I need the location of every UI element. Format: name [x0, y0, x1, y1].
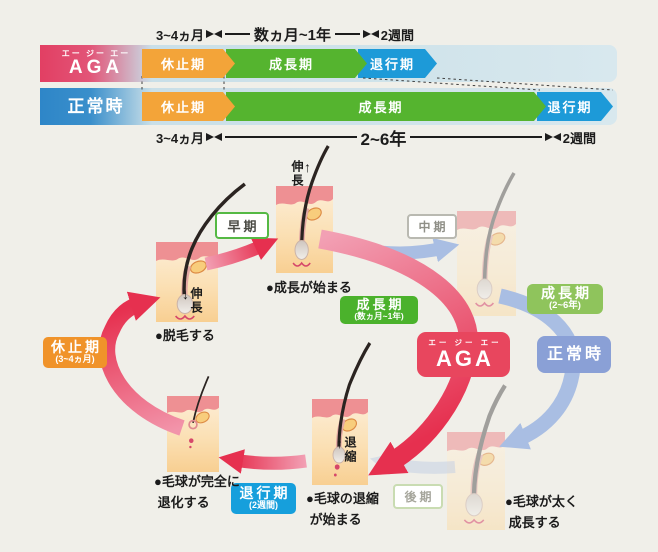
growth-phase-aga-duration: (数ヵ月~1年)	[354, 311, 404, 322]
hair-extension-label-growth: 伸長 ↑	[290, 159, 312, 188]
aga-phase-resting: 休止期	[142, 49, 235, 78]
normal-row-label: 正常時	[40, 88, 152, 125]
growth-phase-normal-box: 成長期 (2~6年)	[527, 284, 603, 314]
arrow-right-icon	[544, 133, 553, 141]
aga-regression-arrow	[218, 449, 307, 474]
aga-ruby: エー ジー エー	[61, 48, 131, 58]
normal-route-label: 正常時	[546, 345, 604, 363]
growth-phase-aga-box: 成長期 (数ヵ月~1年)	[340, 296, 418, 324]
growth-phase-normal-duration: (2~6年)	[549, 300, 581, 312]
normal-phase-regression: 退行期	[537, 92, 613, 121]
down-arrow-icon: ↓	[182, 286, 189, 302]
resting-phase-duration: (3~4ヵ月)	[55, 354, 95, 365]
aga-label-text: AGA	[68, 56, 124, 78]
annotation-line	[225, 136, 357, 138]
timeline-top-annotation: 3~4ヵ月 数ヵ月~1年 2週間	[156, 25, 414, 44]
annotation-resting-duration: 3~4ヵ月	[156, 27, 205, 43]
annotation-regression-duration: 2週間	[562, 130, 597, 146]
hair-shrinkage-text: 退縮	[343, 436, 357, 464]
aga-center-label: AGA	[436, 345, 494, 371]
caption-growth-starts: ●成長が始まる	[266, 280, 352, 295]
arrow-right-icon	[362, 30, 371, 38]
annotation-regression-duration: 2週間	[380, 27, 414, 43]
aga-phase-growth: 成長期	[226, 49, 367, 78]
arrow-left-icon	[214, 30, 223, 38]
arrow-right-icon	[206, 30, 215, 38]
hair-extension-text: 伸長	[290, 160, 304, 188]
growth-phase-aga-label: 成長期	[356, 297, 405, 313]
regression-phase-label: 退行期	[239, 484, 291, 501]
arrow-right-icon	[206, 133, 215, 141]
arrow-left-icon	[370, 30, 379, 38]
annotation-growth-duration: 数ヵ月~1年	[253, 26, 331, 44]
timeline-bottom-annotation: 3~4ヵ月 2~6年 2週間	[156, 127, 597, 149]
hair-shrinkage-label: ↑ 退縮	[335, 435, 357, 464]
caption-bulb-thickens: ●毛球が太く 成長する	[505, 494, 578, 530]
aga-row-label: エー ジー エー AGA	[40, 45, 152, 82]
aga-center-box: エー ジー エー AGA	[417, 332, 510, 377]
normal-label-text: 正常時	[67, 96, 125, 116]
annotation-line	[334, 33, 360, 35]
late-stage-tag: 後期	[393, 484, 443, 509]
hair-extension-label-shedding: ↓ 伸長	[181, 286, 203, 315]
normal-phase-resting: 休止期	[142, 92, 235, 121]
follicle-degenerated-illustration	[167, 375, 219, 472]
arrow-left-icon	[214, 133, 223, 141]
regression-phase-box: 退行期 (2週間)	[231, 483, 296, 514]
resting-phase-label: 休止期	[51, 338, 102, 355]
annotation-line	[225, 33, 250, 35]
caption-shedding: ●脱毛する	[155, 328, 215, 343]
normal-late-arrow	[369, 452, 456, 476]
hair-extension-text: 伸長	[189, 287, 203, 315]
caption-bulb-shrinks: ●毛球の退縮 が始まる	[306, 491, 379, 527]
up-arrow-icon: ↑	[304, 159, 311, 175]
annotation-growth-duration: 2~6年	[360, 129, 407, 149]
regression-phase-duration: (2週間)	[249, 500, 278, 511]
normal-route-box: 正常時	[537, 336, 611, 373]
follicle-growth-start-illustration	[276, 145, 333, 273]
caption-bulb-degenerates: ●毛球が完全に 退化する	[154, 474, 240, 510]
middle-stage-tag: 中期	[407, 214, 457, 239]
normal-middle-arrow	[332, 236, 460, 263]
resting-phase-box: 休止期 (3~4ヵ月)	[43, 337, 107, 368]
early-stage-tag: 早期	[215, 212, 269, 239]
annotation-resting-duration: 3~4ヵ月	[156, 130, 205, 146]
annotation-line	[410, 136, 542, 138]
normal-phase-growth: 成長期	[226, 92, 546, 121]
arrow-left-icon	[552, 133, 561, 141]
aga-phase-regression: 退行期	[358, 49, 437, 78]
follicle-middle-stage-illustration	[457, 172, 516, 316]
follicle-thickened-illustration	[447, 384, 507, 530]
up-arrow-icon: ↑	[336, 435, 343, 451]
